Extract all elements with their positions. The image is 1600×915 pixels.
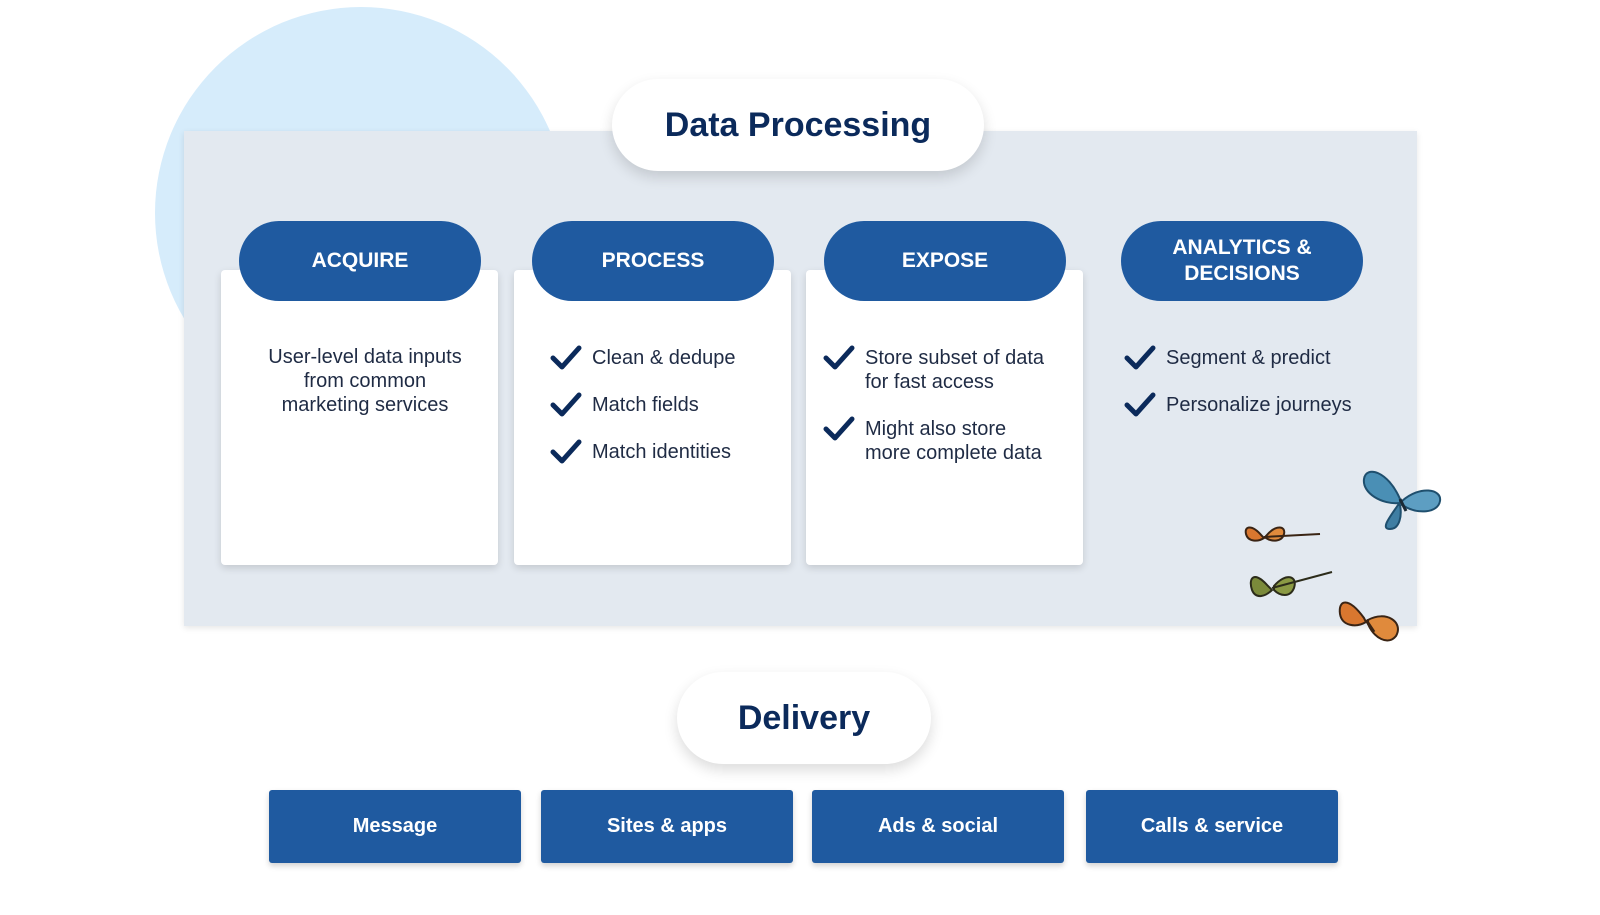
checklist-item-text: Store subset of data bbox=[865, 347, 1045, 369]
checklist-item: Match fields bbox=[550, 392, 735, 417]
process-checklist: Clean & dedupe Match fields Match identi… bbox=[550, 345, 736, 487]
acquire-card bbox=[221, 270, 498, 565]
stage-label-analytics-line1: ANALYTICS & bbox=[1172, 236, 1312, 259]
checklist-item: Store subset of data for fast access bbox=[823, 345, 1045, 394]
delivery-title-text: Delivery bbox=[737, 698, 871, 737]
data-processing-title-text: Data Processing bbox=[664, 105, 932, 144]
stage-pill-acquire: ACQUIRE bbox=[239, 221, 481, 301]
checklist-item: Clean & dedupe bbox=[550, 345, 736, 370]
delivery-channel-sites-apps: Sites & apps bbox=[541, 790, 793, 863]
checklist-item-text: Segment & predict bbox=[1166, 347, 1331, 369]
checklist-item: Match identities bbox=[550, 439, 735, 464]
butterfly-icon bbox=[1249, 571, 1333, 597]
acquire-description: User-level data inputs from common marke… bbox=[250, 345, 480, 417]
acquire-description-line: marketing services bbox=[281, 394, 449, 416]
butterfly-icon bbox=[1362, 470, 1442, 531]
delivery-channel-label: Message bbox=[352, 815, 438, 837]
delivery-channel-label: Sites & apps bbox=[606, 815, 728, 837]
checkmark-icon bbox=[1124, 345, 1156, 370]
stage-label-expose: EXPOSE bbox=[901, 249, 989, 272]
stage-pill-process: PROCESS bbox=[532, 221, 774, 301]
data-processing-title: Data Processing bbox=[612, 79, 984, 171]
stage-pill-analytics: ANALYTICS & DECISIONS bbox=[1121, 221, 1363, 301]
checklist-item-text: Might also store bbox=[865, 418, 1007, 440]
checkmark-icon bbox=[550, 392, 582, 417]
stage-label-analytics-line2: DECISIONS bbox=[1184, 262, 1300, 285]
checklist-item: Segment & predict bbox=[1124, 345, 1352, 370]
stage-label-acquire: ACQUIRE bbox=[311, 249, 409, 272]
checklist-item-text: Personalize journeys bbox=[1166, 394, 1352, 416]
checkmark-icon bbox=[823, 416, 855, 441]
checklist-item-text: for fast access bbox=[865, 371, 994, 393]
delivery-channel-label: Ads & social bbox=[877, 815, 999, 837]
delivery-channel-label: Calls & service bbox=[1140, 815, 1284, 837]
analytics-checklist: Segment & predict Personalize journeys bbox=[1124, 345, 1352, 440]
delivery-channel-message: Message bbox=[269, 790, 521, 863]
acquire-description-line: User-level data inputs bbox=[268, 346, 462, 368]
checklist-item-text: Clean & dedupe bbox=[592, 347, 736, 369]
stage-label-process: PROCESS bbox=[601, 249, 705, 272]
delivery-channel-calls-service: Calls & service bbox=[1086, 790, 1338, 863]
delivery-channel-ads-social: Ads & social bbox=[812, 790, 1064, 863]
checkmark-icon bbox=[550, 439, 582, 464]
checkmark-icon bbox=[823, 345, 855, 370]
checkmark-icon bbox=[1124, 392, 1156, 417]
checklist-item: Personalize journeys bbox=[1124, 392, 1352, 417]
butterfly-icon bbox=[1244, 526, 1321, 542]
stage-pill-expose: EXPOSE bbox=[824, 221, 1066, 301]
checklist-item: Might also store more complete data bbox=[823, 416, 1044, 465]
delivery-title: Delivery bbox=[677, 672, 931, 764]
process-card bbox=[514, 270, 791, 565]
butterfly-icon bbox=[1338, 601, 1399, 642]
checkmark-icon bbox=[550, 345, 582, 370]
checklist-item-text: Match fields bbox=[592, 394, 699, 416]
acquire-description-line: from common bbox=[303, 370, 427, 392]
checklist-item-text: more complete data bbox=[865, 442, 1042, 464]
checklist-item-text: Match identities bbox=[592, 441, 731, 463]
expose-checklist: Store subset of data for fast access Mig… bbox=[823, 345, 1045, 488]
stage-label-analytics: ANALYTICS & DECISIONS bbox=[1172, 235, 1311, 287]
